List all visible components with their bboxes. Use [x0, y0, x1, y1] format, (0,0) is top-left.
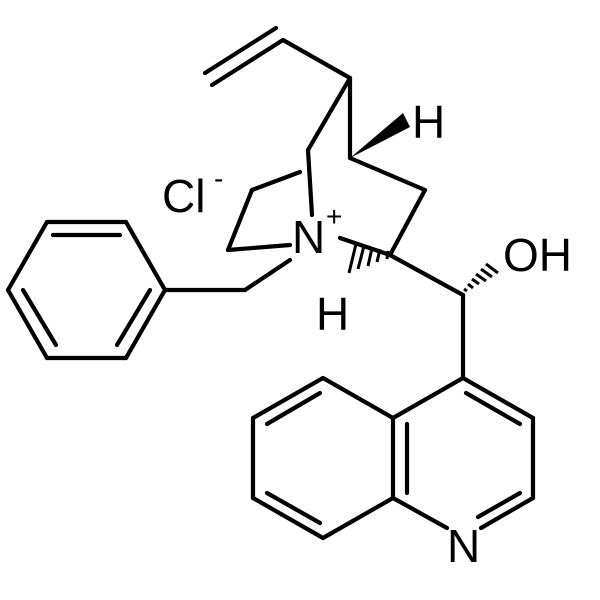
- alpha-hydrogen-label: H: [316, 288, 349, 340]
- counterion-label: Cl: [162, 170, 205, 222]
- counterion-charge: -: [214, 163, 223, 194]
- bridgehead-hydrogen-label: H: [412, 96, 445, 148]
- quaternary-nitrogen-label: N: [292, 211, 325, 263]
- hydroxyl-hashed-bond: [463, 262, 499, 293]
- bridgehead-wedge-bond: [350, 113, 410, 158]
- carbinol-side-chain: [387, 252, 466, 381]
- alpha-hashed-bond: [347, 243, 390, 274]
- quinoline-nitrogen-label: N: [447, 520, 480, 572]
- quinuclidine-cage: [225, 75, 428, 293]
- benzyl-group: [5, 219, 248, 361]
- nitrogen-charge: +: [326, 201, 342, 232]
- hydroxyl-label: OH: [503, 229, 572, 281]
- vinyl-group: [202, 25, 353, 88]
- quinoline-ring: [250, 375, 536, 541]
